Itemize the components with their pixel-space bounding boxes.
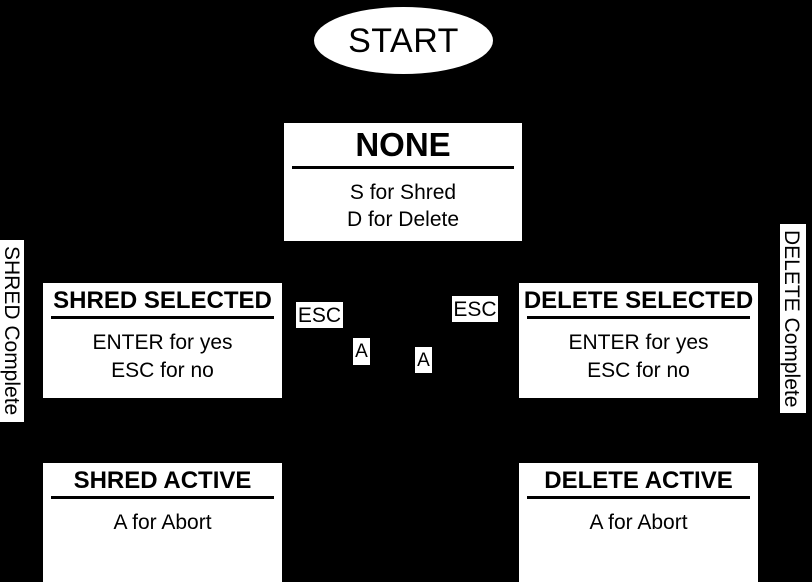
state-node-delete-active-body: A for Abort (519, 499, 758, 582)
state-node-shred-active-body: A for Abort (43, 499, 282, 582)
state-node-none-divider (292, 165, 514, 169)
transition-label-esc-right: ESC (452, 296, 498, 322)
state-node-delete-active-divider (527, 496, 750, 500)
state-node-none-title: NONE (355, 126, 451, 163)
state-node-none-line-1: S for Shred (349, 180, 457, 204)
state-node-delete-selected[interactable]: DELETE SELECTED ENTER for yes ESC for no (519, 283, 758, 398)
transition-label-delete-complete-text: DELETE Complete (780, 229, 803, 408)
state-node-shred-selected-divider (51, 316, 274, 320)
state-node-delete-selected-title: DELETE SELECTED (523, 287, 754, 314)
state-node-delete-active-line-1: A for Abort (589, 511, 688, 535)
state-node-shred-selected-line-2: ESC for no (111, 358, 214, 382)
state-node-delete-active[interactable]: DELETE ACTIVE A for Abort (519, 463, 758, 582)
transition-label-a-right: A (415, 347, 432, 373)
state-node-shred-selected-title: SHRED SELECTED (53, 287, 272, 314)
state-node-shred-active-divider (51, 496, 274, 500)
state-node-delete-selected-body: ENTER for yes ESC for no (519, 319, 758, 398)
state-node-delete-selected-divider (527, 316, 750, 320)
state-node-shred-selected-line-1: ENTER for yes (92, 331, 233, 355)
state-node-delete-active-title-bar: DELETE ACTIVE (519, 463, 758, 496)
state-node-shred-selected[interactable]: SHRED SELECTED ENTER for yes ESC for no (43, 283, 282, 398)
transition-label-shred-complete-text: SHRED Complete (0, 246, 23, 416)
state-node-shred-active-title: SHRED ACTIVE (73, 467, 252, 494)
state-node-shred-selected-title-bar: SHRED SELECTED (43, 283, 282, 316)
state-node-none-body: S for Shred D for Delete (284, 169, 522, 241)
transition-label-shred-complete: SHRED Complete (0, 240, 24, 422)
transition-label-a-left: A (353, 338, 370, 365)
state-node-none-title-bar: NONE (284, 123, 522, 166)
transition-label-delete-complete: DELETE Complete (780, 224, 806, 413)
state-node-shred-selected-body: ENTER for yes ESC for no (43, 319, 282, 398)
state-node-start-label: START (348, 21, 459, 60)
state-node-none-line-2: D for Delete (346, 208, 460, 232)
state-node-shred-active-line-1: A for Abort (113, 511, 212, 535)
state-node-delete-active-title: DELETE ACTIVE (544, 467, 733, 494)
state-node-none[interactable]: NONE S for Shred D for Delete (284, 123, 522, 241)
state-node-shred-active[interactable]: SHRED ACTIVE A for Abort (43, 463, 282, 582)
state-node-delete-selected-line-2: ESC for no (587, 358, 690, 382)
state-node-start[interactable]: START (314, 7, 493, 74)
state-node-shred-active-title-bar: SHRED ACTIVE (43, 463, 282, 496)
state-node-delete-selected-title-bar: DELETE SELECTED (519, 283, 758, 316)
transition-label-esc-left: ESC (296, 302, 343, 328)
state-node-delete-selected-line-1: ENTER for yes (568, 331, 709, 355)
